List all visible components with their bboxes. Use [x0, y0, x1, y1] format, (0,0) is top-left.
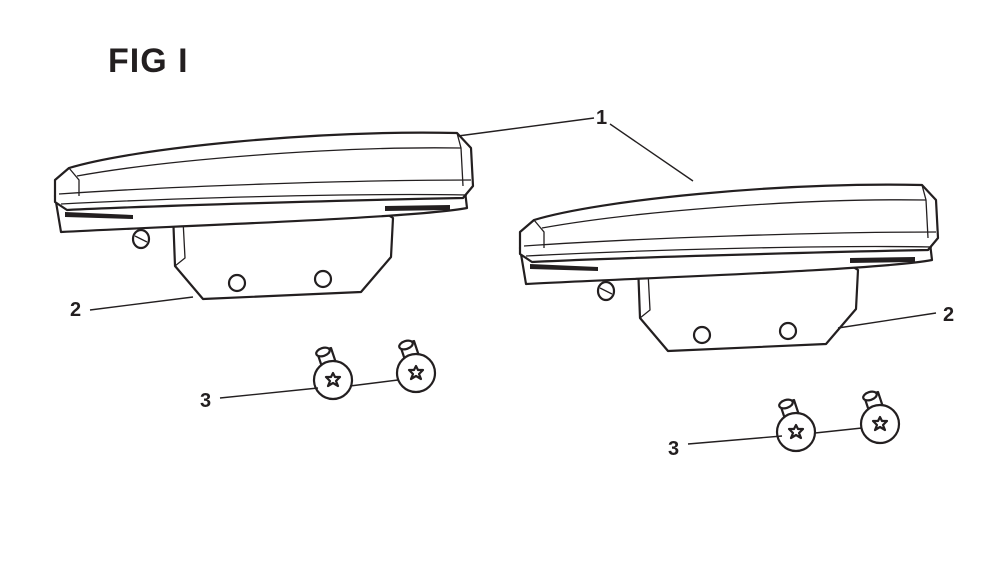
leader-lines: [89, 117, 937, 445]
callout-1: 1: [596, 107, 607, 129]
callout-3-right: 3: [668, 438, 679, 460]
screw-right-2: [859, 388, 901, 445]
armrest-pad-left: [53, 131, 475, 301]
figure-title: FIG I: [108, 42, 189, 80]
callout-3-left: 3: [200, 390, 211, 412]
callout-2-right: 2: [943, 304, 954, 326]
callout-2-left: 2: [70, 299, 81, 321]
screw-left-2: [395, 337, 437, 394]
armrest-pad-right: [518, 183, 940, 353]
screw-right-1: [775, 396, 817, 453]
screw-left-1: [312, 344, 354, 401]
